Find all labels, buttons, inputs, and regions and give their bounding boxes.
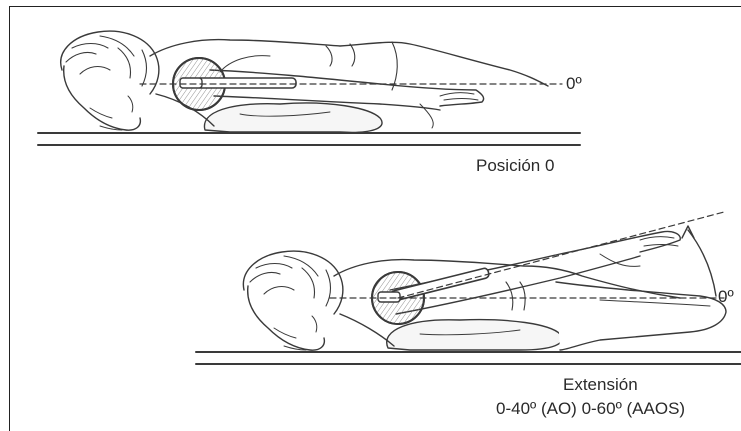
top-goniometer-arm xyxy=(196,78,296,88)
bottom-angle-label: 0º xyxy=(718,288,734,305)
top-caption: Posición 0 xyxy=(476,157,554,174)
bottom-caption-line2: 0-40º (AO) 0-60º (AAOS) xyxy=(496,400,685,417)
bottom-figure xyxy=(196,212,741,364)
bottom-pillow xyxy=(387,320,562,350)
top-figure xyxy=(38,31,580,145)
top-angle-label: 0º xyxy=(566,75,582,92)
bottom-head xyxy=(243,251,342,350)
bottom-caption-line1: Extensión xyxy=(563,376,638,393)
top-head xyxy=(61,31,159,130)
top-pillow xyxy=(204,103,382,132)
bottom-angle-arc xyxy=(688,230,716,296)
